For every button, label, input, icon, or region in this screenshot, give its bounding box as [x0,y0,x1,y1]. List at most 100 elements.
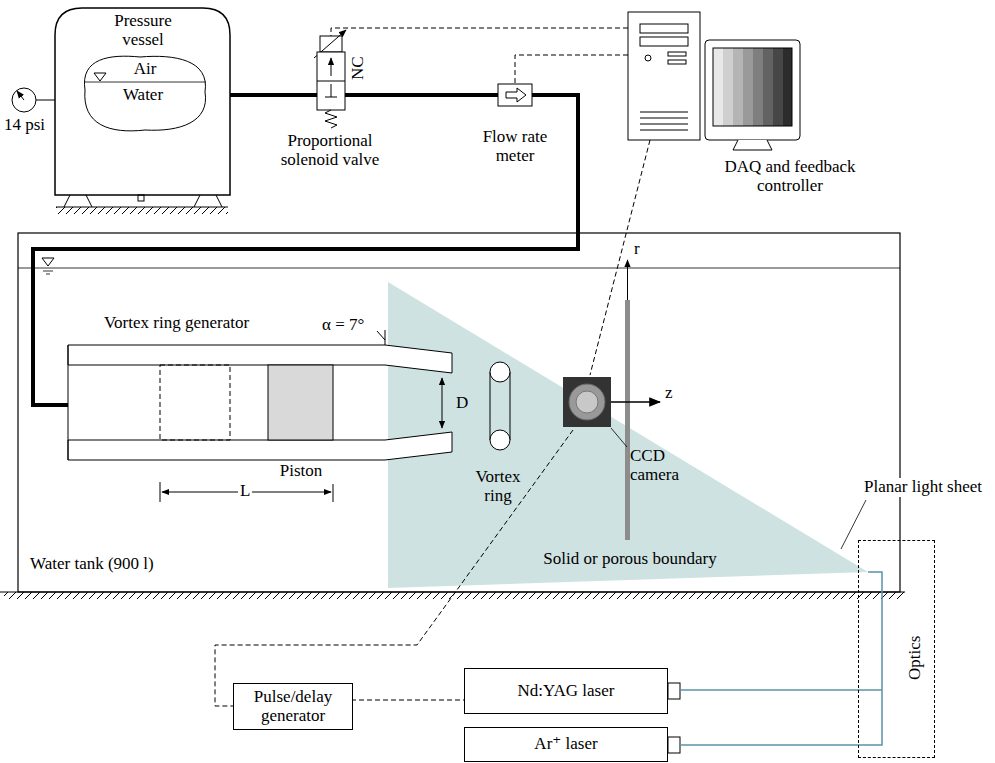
vortex-ring-generator [68,330,452,502]
light-sheet-part [388,282,868,588]
pressure-gauge [12,88,55,112]
laser-optics [668,500,882,753]
flow-meter: Flow rate meter [470,84,560,169]
laser-beam [680,744,858,746]
pressure-vessel-part [94,73,106,81]
water-tank-part [42,258,54,266]
vortex-ring-generator-part [333,484,334,502]
vortex-ring-generator-part [68,345,69,460]
computer [628,12,800,150]
signal-line [590,140,650,375]
flow-meter-part [506,88,526,102]
axis-label: z [665,384,673,403]
node-text: Pulse/delay generator [234,688,352,725]
vortex-ring-generator: Vortex ring generator [66,312,458,472]
water-tank: Water tank (900 l) Vortex ring generatorC… [18,233,900,592]
boundary [625,260,630,540]
laser-box: Nd:YAG laser [464,668,668,714]
part-label: Planar light sheet [862,478,984,497]
node-text: Air [125,60,165,79]
laser-optics-part [858,689,882,691]
computer-part [713,48,792,126]
computer-part [743,48,753,126]
pressure-vessel [55,8,230,214]
water-tank-part [43,271,53,272]
axis-label: r [634,240,640,259]
signal-line [343,700,464,701]
computer-part [723,48,733,126]
computer-part [763,48,773,126]
solenoid-valve: NCProportional solenoid valve [265,18,395,168]
node-text: DAQ and feedback controller [705,158,875,195]
laser-optics-part [668,737,680,753]
angle-label: α = 7° [322,316,364,335]
pressure-vessel-part [64,195,222,207]
part-label: Solid or porous boundary [540,550,720,569]
computer-part [668,60,686,64]
part-label: Piston [268,462,334,481]
ccd-camera: CCD camera [563,375,715,472]
computer-part [713,48,723,126]
dimension-label: D [456,394,468,413]
computer-part [753,48,763,126]
node-text: Pressure vessel [103,12,183,49]
pressure-vessel-part [85,82,206,83]
solenoid-valve-part [325,97,337,98]
pressure-vessel-part [56,207,228,214]
optics-box: Optics [858,540,935,758]
laser-optics-part [858,572,882,745]
laser-optics-part [841,500,866,549]
computer-part [733,140,772,150]
solenoid-valve-part [331,58,332,76]
vortex-ring-generator-part [160,482,161,502]
ccd-camera [563,377,660,447]
computer-part [640,37,688,46]
solenoid-valve-part [325,110,337,128]
laser-beam [680,689,858,691]
light-sheet [388,282,868,588]
solenoid-valve [314,30,346,128]
vortex-ring-part [490,372,491,440]
vortex-ring-generator-part [268,365,333,440]
pressure-vessel-part [84,56,205,131]
vortex-ring-part [490,362,510,382]
water-pipe [33,95,578,405]
computer-part [640,130,688,131]
solenoid-valve-part [317,52,345,110]
node-text: Proportional solenoid valve [265,132,395,169]
vortex-ring-part [510,372,511,440]
computer-part [640,118,688,119]
computer-part [628,12,700,140]
ccd-camera-part [611,428,627,447]
node-text: Water [113,86,173,105]
computer-part [705,40,800,140]
computer-part [668,52,686,56]
computer-part [733,48,743,126]
ccd-camera-part [576,391,598,413]
signal-line [215,430,573,706]
ccd-camera-part [611,401,660,403]
ccd-camera-part [569,384,605,420]
node-text: Vortex ring generator [104,314,324,333]
vortex-ring-generator-part [385,330,386,345]
laser-optics-part [668,683,680,699]
pressure-vessel-part [55,8,230,195]
signal-line [515,55,628,84]
computer-part [783,48,792,126]
computer-part [773,48,783,126]
node-text: Water tank (900 l) [30,555,230,574]
pressure-gauge-part [12,88,36,112]
vortex-ring-generator-part [160,365,230,440]
vortex-ring-generator-part [68,345,452,373]
flow-meter-part [498,84,532,106]
boundary-part [625,300,630,540]
ccd-camera-part [563,377,611,427]
water-pipe [345,93,498,97]
node-text: Nd:YAG laser [518,682,615,701]
node-text: Flow rate meter [470,128,560,165]
solenoid-valve-part [317,81,345,82]
water-tank [0,233,905,599]
part-label: Vortex ring [466,468,530,505]
node-text: Optics [906,635,925,679]
